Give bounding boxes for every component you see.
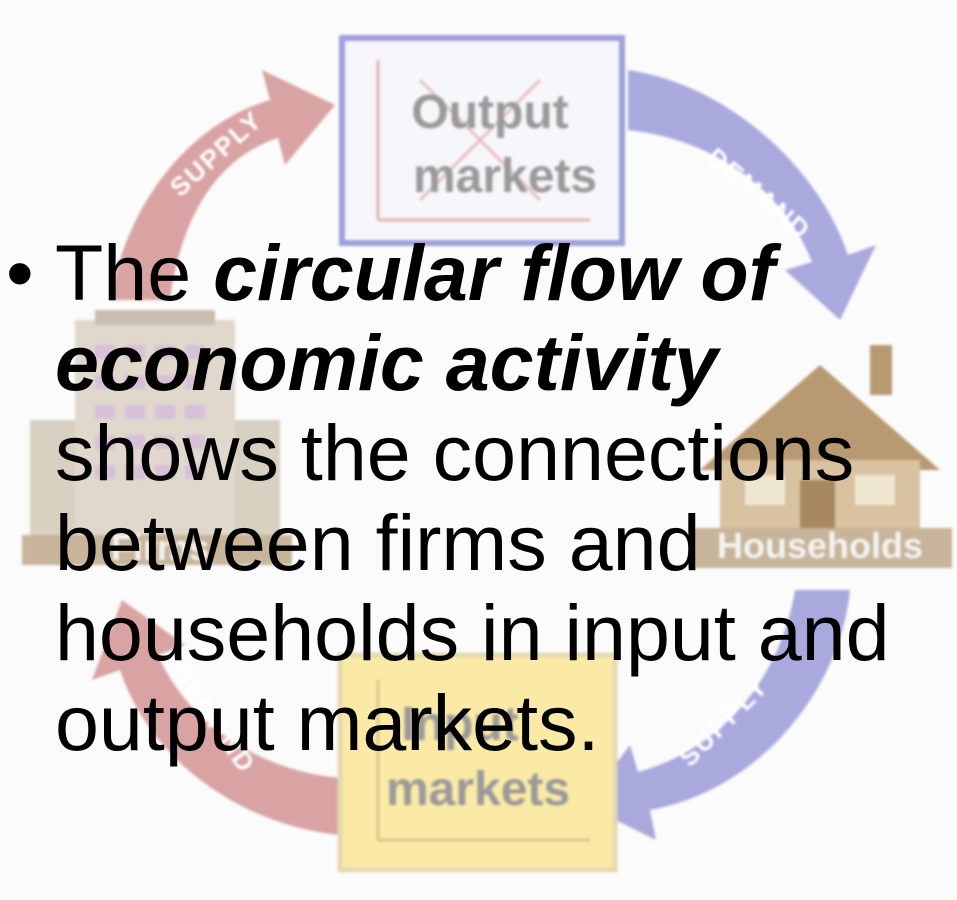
bullet-line-4: between firms and [55,498,701,587]
bullet-line-1: The circular flow of [55,228,955,318]
bullet-body: The circular flow of economic activity s… [55,228,955,768]
input-box-label-2: markets [386,763,570,816]
bullet-line-5: households in input and [55,588,890,677]
output-box-label-1: Output [411,86,568,139]
emphasis-line-2: economic activity [55,318,718,407]
bullet-line-3: shows the connections [55,408,855,497]
bullet-dot: • [6,228,34,317]
input-box-label-1: Input [401,698,518,751]
households-house-icon: Households [690,345,952,568]
emphasis-line-1: circular flow of [213,228,775,317]
output-box-label-2: markets [413,150,597,203]
arrow-label-supply-top: SUPPLY [164,104,269,202]
input-markets-box: Input markets [337,652,618,873]
firms-label: Firms [111,527,209,568]
bullet-line-6: output markets. [55,678,600,767]
firms-building-icon: Firms [22,310,292,568]
bullet-lead: The [55,228,214,317]
households-label: Households [717,525,923,566]
output-markets-box: Output markets [339,35,625,246]
